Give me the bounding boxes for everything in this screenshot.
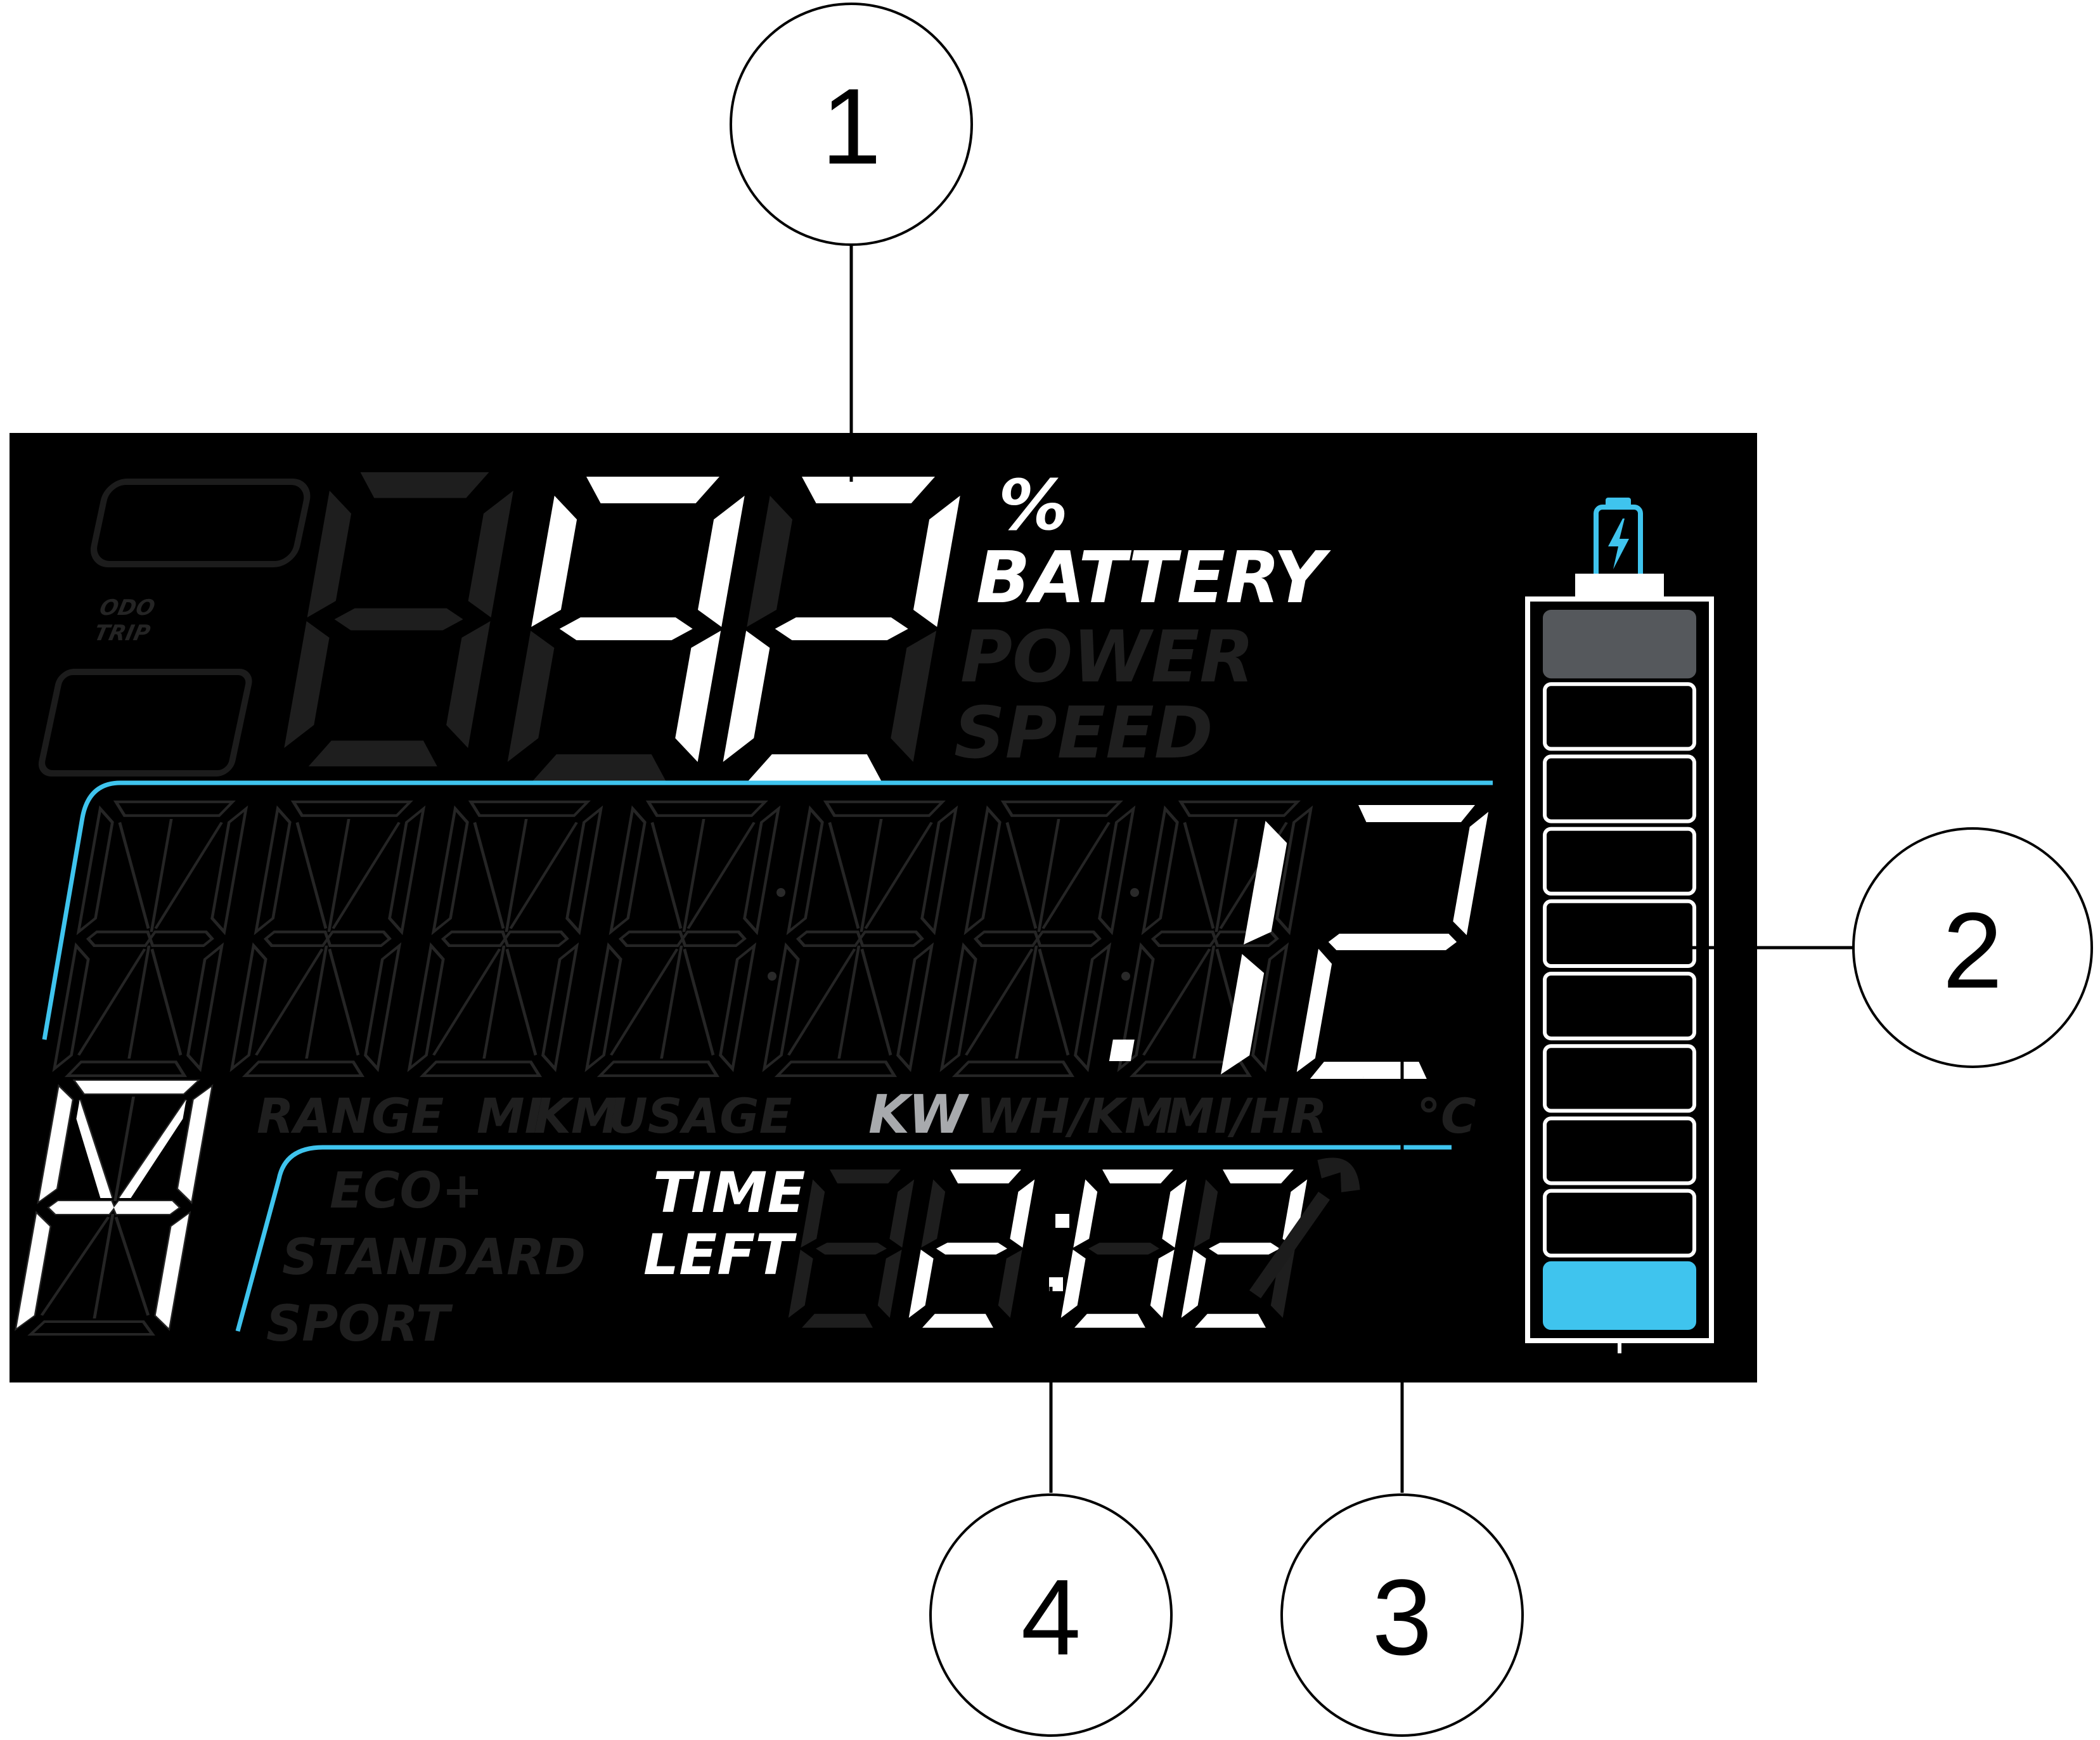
callout-1-number: 1 xyxy=(821,67,882,187)
wrench-icon xyxy=(1249,1157,1360,1299)
battery-bar-segment xyxy=(1543,1189,1696,1258)
lcd-screen xyxy=(10,433,1757,1382)
battery-bar-segment xyxy=(1543,1116,1696,1185)
unit-km: KM xyxy=(534,1088,619,1144)
lower-row-accent-frame xyxy=(235,1145,1452,1332)
time-left-digits: 2:02 xyxy=(908,1170,1308,1332)
assist-level-digit xyxy=(15,1081,212,1334)
callout-4-number: 4 xyxy=(1021,1557,1081,1678)
callout-2: 2 xyxy=(1616,827,2093,1068)
speed-label: SPEED xyxy=(954,692,1213,775)
unit-range: RANGE xyxy=(257,1088,444,1144)
battery-bar-segment xyxy=(1543,1261,1696,1331)
callout-3-number: 3 xyxy=(1372,1557,1433,1678)
battery-label: BATTERY xyxy=(976,537,1331,619)
mode-standard: STANDARD xyxy=(282,1229,586,1286)
battery-bar-segment xyxy=(1543,827,1696,896)
battery-bar-gauge xyxy=(1525,574,1714,1353)
unit-usage: USAGE xyxy=(609,1088,792,1144)
battery-bar-segment xyxy=(1543,754,1696,823)
mode-sport: SPORT xyxy=(266,1296,453,1353)
main-value: 1.2 xyxy=(1363,1077,1364,1078)
main-row-accent-frame xyxy=(42,780,1493,1040)
trip-label: TRIP xyxy=(92,621,152,646)
main-row-ghost-characters xyxy=(53,802,1312,1076)
unit-wh-km: WH/KM xyxy=(976,1088,1173,1144)
odo-label: ODO xyxy=(97,595,157,621)
unit-mi: MI xyxy=(477,1088,543,1144)
main-value-display: 1.2 xyxy=(1109,805,1489,1079)
battery-percent-value: 92 xyxy=(672,779,673,780)
battery-bar-segment xyxy=(1543,610,1696,679)
battery-bar-segment xyxy=(1543,1044,1696,1113)
percent-sign: % xyxy=(998,465,1068,546)
callout-3: 3 xyxy=(1280,1055,1524,1737)
odo-trip-ghost-segments: ODO TRIP xyxy=(38,479,311,777)
callout-4: 4 xyxy=(929,1287,1173,1737)
battery-bar-segment xyxy=(1543,899,1696,969)
callout-2-number: 2 xyxy=(1943,891,2003,1011)
battery-bar-segment xyxy=(1543,682,1696,751)
time-left-value: 2:02 xyxy=(1078,1331,1079,1332)
unit-mi-hr: MI/HR xyxy=(1166,1088,1327,1144)
unit-kw-active: KW xyxy=(868,1083,970,1145)
time-left-label-line1: TIME xyxy=(653,1160,805,1225)
battery-percent-digits: 92 xyxy=(507,477,960,781)
time-left-label-line2: LEFT xyxy=(643,1222,797,1287)
power-label: POWER xyxy=(960,616,1254,699)
callout-1: 1 xyxy=(730,3,973,482)
battery-bar-segment xyxy=(1543,972,1696,1041)
units-row: RANGE MI KM USAGE KW WH/KM MI/HR °C xyxy=(257,1083,1476,1145)
unit-degc: °C xyxy=(1417,1088,1476,1144)
mode-eco-plus: ECO+ xyxy=(330,1163,483,1220)
